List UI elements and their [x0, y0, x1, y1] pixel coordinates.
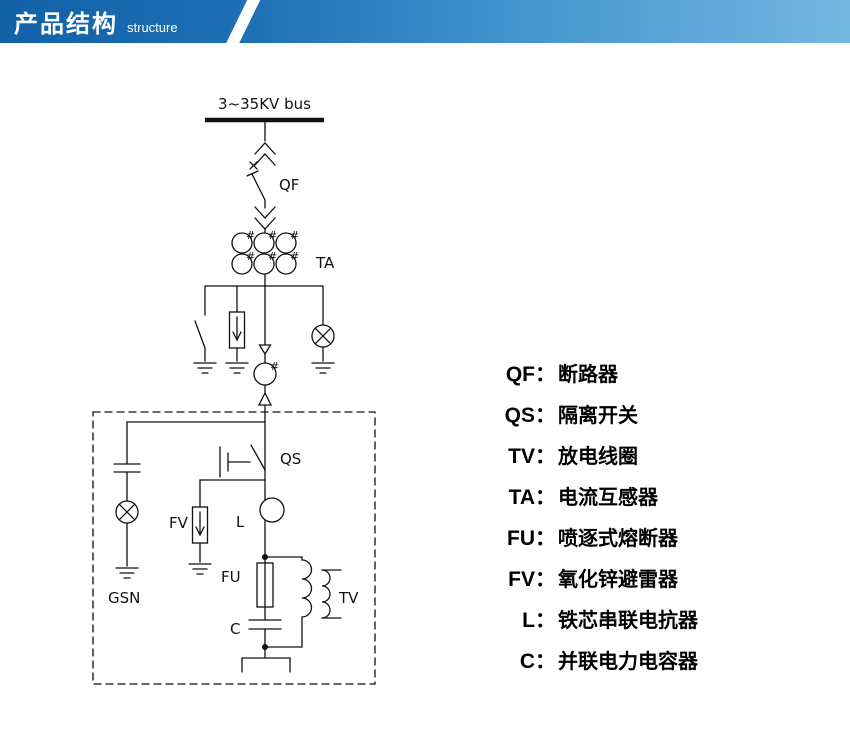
ct-single-symbol: # — [253, 360, 279, 386]
surge-arrester-symbol — [225, 285, 249, 374]
earthing-switch-symbol — [193, 285, 217, 374]
legend-desc: 氧化锌避雷器 — [558, 569, 678, 591]
legend-abbr: L： — [522, 608, 556, 632]
legend-desc: 断路器 — [558, 364, 618, 386]
gsn-label: GSN — [108, 589, 140, 607]
legend-abbr: FU： — [507, 526, 556, 550]
svg-text:#: # — [246, 229, 255, 242]
legend-item-qf: QF： 断路器 — [498, 352, 828, 393]
legend-abbr: TV： — [508, 444, 556, 468]
legend-item-tv: TV： 放电线圈 — [498, 434, 828, 475]
legend-item-ta: TA： 电流互感器 — [498, 475, 828, 516]
fuse-fu-symbol — [256, 556, 274, 621]
legend-abbr: QS： — [504, 403, 556, 427]
legend-item-fu: FU： 喷逐式熔断器 — [498, 516, 828, 557]
arrester-fv-symbol — [188, 479, 212, 575]
legend-desc: 隔离开关 — [558, 405, 638, 427]
delta-connection-icon — [258, 344, 272, 356]
qf-label: QF — [279, 176, 299, 194]
tv-label: TV — [338, 589, 359, 607]
ta-label: TA — [315, 254, 335, 272]
svg-text:#: # — [290, 250, 299, 263]
fu-label: FU — [221, 568, 241, 586]
discharge-indicator-gsn-symbol — [113, 421, 266, 579]
drawout-contact-upper-icon — [249, 142, 276, 170]
legend: QF： 断路器 QS： 隔离开关 TV： 放电线圈 TA： 电流互感器 FU： … — [498, 352, 828, 680]
legend-desc: 并联电力电容器 — [558, 651, 698, 673]
bus-label: 3~35KV bus — [218, 95, 311, 113]
legend-abbr: TA： — [508, 485, 556, 509]
disconnector-qs-symbol — [219, 444, 266, 478]
svg-text:#: # — [246, 250, 255, 263]
indicator-lamp-symbol — [311, 285, 335, 374]
reactor-l-symbol — [259, 497, 285, 523]
legend-abbr: C： — [519, 649, 556, 673]
page-header: 产品结构 structure — [0, 0, 850, 43]
current-transformer-ta-symbol: # # # # # # — [231, 228, 299, 287]
svg-text:#: # — [268, 250, 277, 263]
c-label: C — [230, 620, 240, 638]
l-label: L — [236, 513, 245, 531]
qs-label: QS — [280, 450, 301, 468]
compartment-dashed-box — [92, 411, 376, 685]
fv-label: FV — [169, 514, 189, 532]
legend-item-c: C： 并联电力电容器 — [498, 639, 828, 680]
circuit-breaker-qf-symbol — [246, 170, 266, 201]
legend-desc: 放电线圈 — [558, 446, 638, 468]
drawout-contact-lower-icon — [254, 206, 276, 230]
header-title: 产品结构 — [14, 11, 118, 38]
legend-desc: 电流互感器 — [558, 487, 658, 509]
legend-abbr: QF： — [505, 362, 556, 386]
capacitor-c-symbol — [248, 619, 282, 648]
frame-bracket — [241, 646, 291, 673]
header-title-wrap: 产品结构 structure — [14, 0, 178, 43]
legend-item-fv: FV： 氧化锌避雷器 — [498, 557, 828, 598]
svg-text:#: # — [290, 229, 299, 242]
svg-text:#: # — [270, 360, 279, 373]
legend-item-l: L： 铁芯串联电抗器 — [498, 598, 828, 639]
legend-item-qs: QS： 隔离开关 — [498, 393, 828, 434]
legend-abbr: FV： — [508, 567, 556, 591]
header-subtitle: structure — [127, 20, 178, 35]
svg-text:#: # — [268, 229, 277, 242]
legend-desc: 铁芯串联电抗器 — [558, 610, 698, 632]
plug-contact-icon — [257, 391, 273, 406]
legend-desc: 喷逐式熔断器 — [558, 528, 678, 550]
discharge-coil-tv-symbol — [264, 556, 342, 648]
